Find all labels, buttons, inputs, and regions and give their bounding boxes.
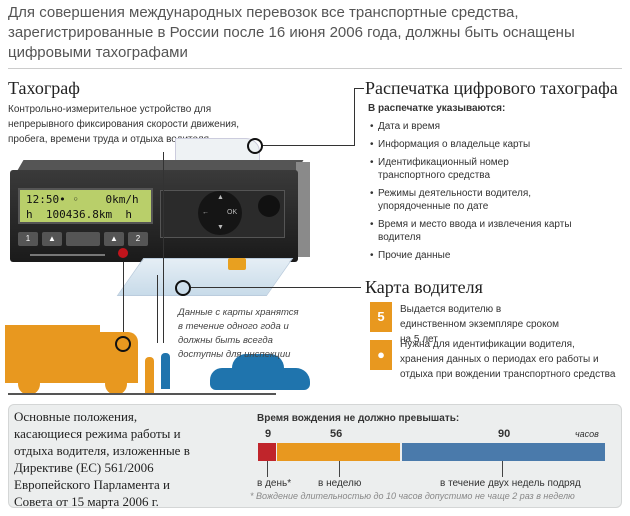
divider <box>8 68 622 69</box>
tick <box>502 461 503 477</box>
dpad-ok[interactable]: OK <box>227 209 238 216</box>
calendar-icon: 5 <box>370 302 392 332</box>
round-button[interactable] <box>258 195 280 217</box>
card-info-1: Выдается водителю в единственном экземпл… <box>400 304 559 345</box>
connector-line <box>262 145 354 146</box>
police-car <box>210 368 310 390</box>
connector-line <box>354 88 355 146</box>
bar-week <box>277 443 400 461</box>
intro-text: Для совершения международных перевозок в… <box>8 4 575 61</box>
label-two-weeks: в течение двух недель подряд <box>440 478 581 489</box>
unit-label: часов <box>575 429 599 439</box>
tachograph-description: Контрольно-измерительное устройство для … <box>8 104 240 145</box>
value-day: 9 <box>265 428 272 440</box>
police-car-roof <box>232 354 284 372</box>
tick <box>267 461 268 477</box>
display-line: h 100436.8km h <box>26 208 132 221</box>
truck-wheel <box>105 373 127 395</box>
ground-line <box>8 393 276 395</box>
red-button[interactable] <box>118 248 128 258</box>
dpad-up-icon[interactable]: ▲ <box>217 194 224 201</box>
truck-wheel <box>18 373 40 395</box>
value-two-weeks: 90 <box>498 428 511 440</box>
button-up-2[interactable]: ▲ <box>104 232 124 246</box>
card-title: Карта водителя <box>365 277 483 297</box>
dpad-down-icon[interactable]: ▼ <box>217 224 224 231</box>
truck-body <box>5 325 100 383</box>
button-up-1[interactable]: ▲ <box>42 232 62 246</box>
footnote: * Вождение длительностью до 10 часов доп… <box>250 491 575 501</box>
bar-day <box>258 443 276 461</box>
list-item: Дата и время <box>370 120 620 133</box>
bar-two-weeks <box>402 443 605 461</box>
display-line: 12:50• ◦ 0km/h <box>26 193 139 206</box>
card-info-2: Нужна для идентификации водителя, хранен… <box>400 339 616 380</box>
list-item: Идентификационный номер транспортного ср… <box>370 156 570 182</box>
tachograph-title: Тахограф <box>8 78 80 98</box>
arrow-line <box>163 152 164 343</box>
value-week: 56 <box>330 428 343 440</box>
tick <box>339 461 340 477</box>
chart-title: Время вождения не должно превышать: <box>257 413 460 424</box>
dpad-left-icon[interactable]: ← <box>202 209 209 216</box>
inspector-figure <box>161 353 170 389</box>
list-item: Прочие данные <box>370 249 620 262</box>
connector-line <box>191 287 361 288</box>
printout-subtitle: В распечатке указываются: <box>368 103 506 114</box>
list-item: Время и место ввода и извлечения карты в… <box>370 218 590 244</box>
list-item: Режимы деятельности водителя, упорядочен… <box>370 187 550 213</box>
button-1[interactable]: 1 <box>18 232 38 246</box>
connector-line <box>354 88 364 89</box>
button-blank[interactable] <box>66 232 100 246</box>
label-day: в день* <box>257 478 292 489</box>
device-side <box>296 162 310 257</box>
card-chip <box>228 258 246 270</box>
arrow-line <box>157 275 158 343</box>
list-item: Информация о владельце карты <box>370 138 620 151</box>
card-storage-note: Данные с карты хранятся в течение одного… <box>178 307 299 360</box>
label-week: в неделю <box>318 478 362 489</box>
driver-card-image <box>116 258 294 296</box>
driver-figure <box>145 357 154 393</box>
tachograph-display: 12:50• ◦ 0km/h h 100436.8km h <box>18 188 153 224</box>
rules-title: Основные положения, касающиеся режима ра… <box>14 409 190 509</box>
card-slot-1 <box>30 254 105 256</box>
card-marker <box>175 280 191 296</box>
printout-list: Дата и время Информация о владельце карт… <box>370 120 620 267</box>
connector-line <box>123 262 124 338</box>
button-2[interactable]: 2 <box>128 232 148 246</box>
truck-marker <box>115 336 131 352</box>
printout-marker <box>247 138 263 154</box>
person-icon: ● <box>370 340 392 370</box>
dpad[interactable]: ▲ ▼ ← OK <box>198 191 242 235</box>
printout-title: Распечатка цифрового тахографа <box>365 78 618 98</box>
